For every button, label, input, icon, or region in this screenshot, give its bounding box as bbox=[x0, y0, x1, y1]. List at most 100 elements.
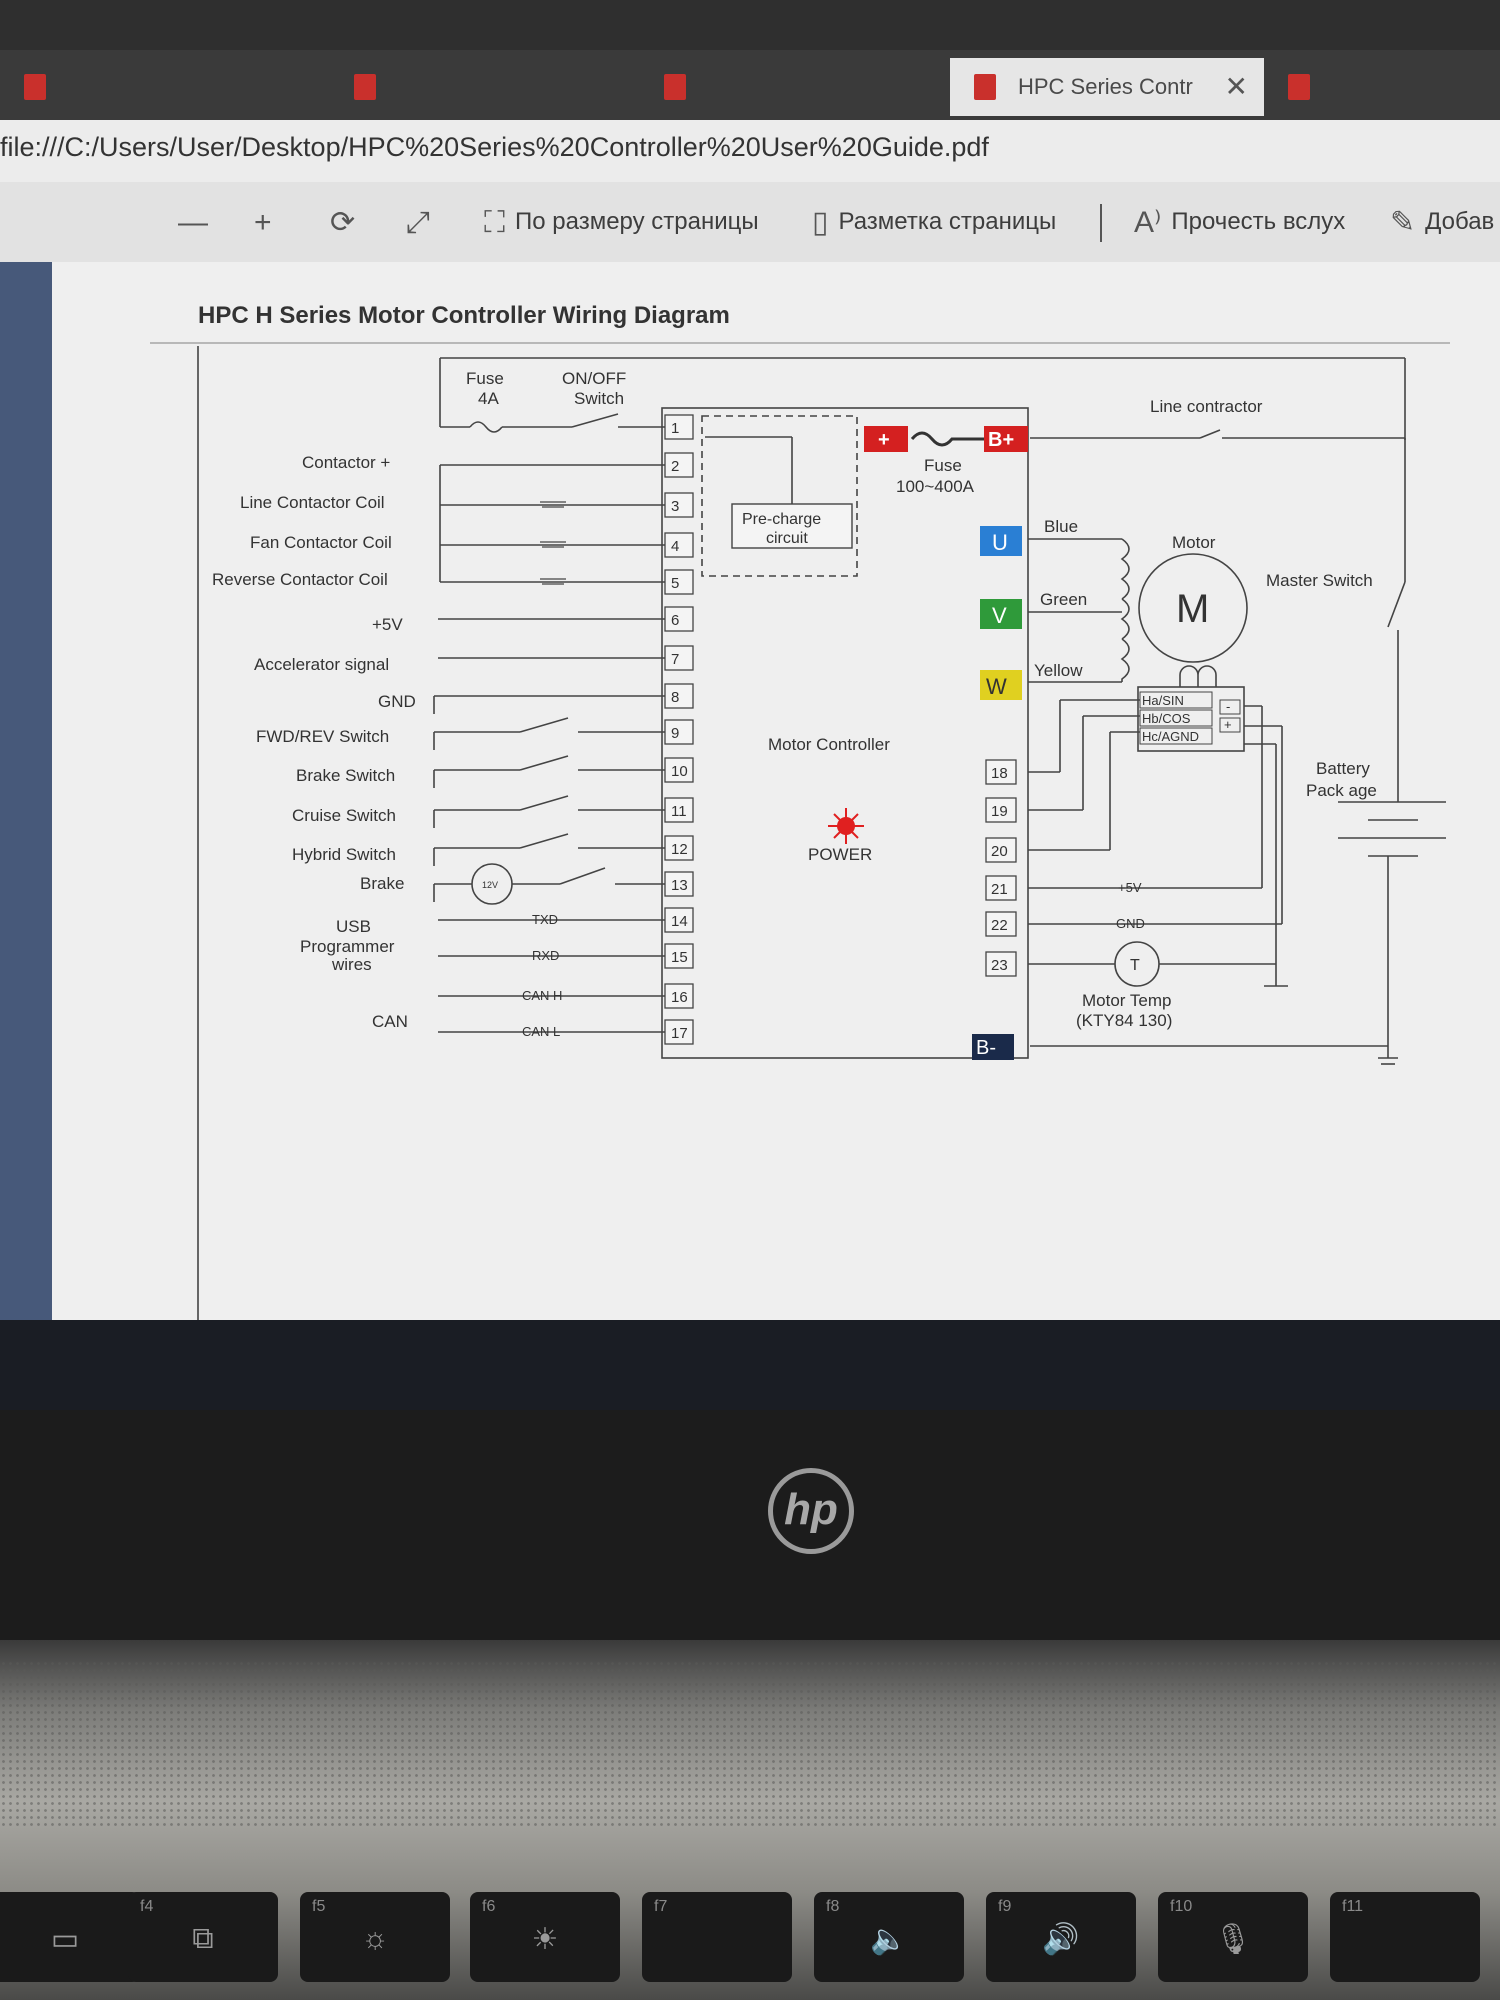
pin-terminal-box bbox=[664, 414, 694, 440]
toolbar-divider bbox=[1100, 204, 1102, 242]
precharge-label-2: circuit bbox=[766, 530, 808, 547]
browser-tab[interactable] bbox=[0, 58, 330, 116]
pin-number: 10 bbox=[671, 763, 688, 780]
pin-terminal-box bbox=[664, 452, 694, 478]
pin-number: 6 bbox=[671, 612, 679, 629]
pin-terminal-box bbox=[664, 797, 694, 823]
page-title: HPC H Series Motor Controller Wiring Dia… bbox=[198, 302, 730, 329]
pin-terminal-box bbox=[664, 683, 694, 709]
browser-tab[interactable] bbox=[330, 58, 640, 116]
read-aloud-button[interactable]: A⁾Прочесть вслух bbox=[1134, 202, 1345, 242]
pin-terminal-box bbox=[664, 871, 694, 897]
pdf-icon bbox=[24, 74, 46, 100]
motor-symbol: M bbox=[1176, 587, 1209, 631]
pin-number: 9 bbox=[671, 725, 679, 742]
pin-number: 2 bbox=[671, 458, 679, 475]
pin-terminal-box bbox=[664, 757, 694, 783]
page-layout-button[interactable]: ▯Разметка страницы bbox=[812, 202, 1056, 242]
browser-tab-active[interactable]: HPC Series Contr✕ bbox=[950, 58, 1264, 116]
pdf-icon bbox=[664, 74, 686, 100]
wire-green-label: Green bbox=[1040, 590, 1087, 609]
display-switch-icon: ⧉ bbox=[192, 1922, 214, 1955]
main-fuse-rating-label: 100~400A bbox=[896, 477, 975, 496]
pin-terminal-box bbox=[664, 983, 694, 1009]
screen-bezel bbox=[0, 1410, 1500, 1640]
zoom-out-button[interactable]: — bbox=[178, 202, 218, 242]
browser-tab-bar: HPC Series Contr✕ bbox=[0, 50, 1500, 120]
reverse-contactor-coil-label: Reverse Contactor Coil bbox=[212, 570, 388, 589]
pin-terminal-box bbox=[985, 911, 1017, 937]
plus-icon: + bbox=[254, 205, 272, 239]
master-switch-label: Master Switch bbox=[1266, 571, 1373, 590]
wire-yellow-label: Yellow bbox=[1034, 661, 1083, 680]
pin-terminal-box bbox=[985, 951, 1017, 977]
main-fuse-symbol bbox=[910, 431, 984, 447]
phase-w-label: W bbox=[986, 674, 1007, 699]
left-labels: Fuse 4A ON/OFF Switch Contactor + Line C… bbox=[212, 369, 626, 1039]
function-key-f8[interactable]: f8🔈 bbox=[814, 1892, 964, 1982]
pin-number: 11 bbox=[671, 803, 687, 820]
motor-label: Motor bbox=[1172, 533, 1216, 552]
function-key-f7[interactable]: f7 bbox=[642, 1892, 792, 1982]
wires-label: wires bbox=[331, 955, 372, 974]
pin-number: 20 bbox=[991, 843, 1008, 860]
pin-terminal-box bbox=[664, 532, 694, 558]
function-key-f11[interactable]: f11 bbox=[1330, 1892, 1480, 1982]
phase-u-terminal bbox=[980, 526, 1022, 556]
function-key-f9[interactable]: f9🔊 bbox=[986, 1892, 1136, 1982]
pin21-label: +5V bbox=[1118, 880, 1142, 895]
accelerator-signal-label: Accelerator signal bbox=[254, 655, 389, 674]
pin-terminal-box bbox=[985, 837, 1017, 863]
fullscreen-button[interactable]: ⤢ bbox=[406, 202, 440, 242]
function-key-f4[interactable]: f4⧉ bbox=[128, 1892, 278, 1982]
phase-w-terminal bbox=[980, 670, 1022, 700]
hp-logo: hp bbox=[768, 1468, 854, 1554]
switch-label: Switch bbox=[574, 389, 624, 408]
coil-symbols bbox=[540, 501, 566, 585]
browser-tab[interactable] bbox=[640, 58, 950, 116]
pdf-page bbox=[52, 262, 1500, 1362]
plus-terminal-label: + bbox=[878, 429, 890, 451]
minus-icon: — bbox=[178, 205, 208, 239]
pin-terminal-box bbox=[664, 835, 694, 861]
browser-tab[interactable] bbox=[1264, 58, 1500, 116]
line-contactor-coil-label: Line Contactor Coil bbox=[240, 493, 385, 512]
pin-number: 19 bbox=[991, 803, 1008, 820]
contactor-plus-label: Contactor + bbox=[302, 453, 390, 472]
function-key-f10[interactable]: f10🎙 bbox=[1158, 1892, 1308, 1982]
pin-number: 8 bbox=[671, 689, 679, 706]
address-bar[interactable]: file:///C:/Users/User/Desktop/HPC%20Seri… bbox=[0, 120, 1500, 183]
pin-terminal-box bbox=[664, 569, 694, 595]
rxd-label: RXD bbox=[532, 948, 559, 963]
zoom-in-button[interactable]: + bbox=[254, 202, 282, 242]
fit-page-icon: ⛶ bbox=[484, 205, 505, 239]
diagram-frame-lines bbox=[197, 346, 1446, 1370]
speaker-grille bbox=[0, 1660, 1500, 1830]
pin-number: 17 bbox=[671, 1025, 688, 1042]
function-key-f5[interactable]: f5☼ bbox=[300, 1892, 450, 1982]
hall-minus-label: - bbox=[1226, 699, 1230, 714]
brightness-up-icon: ☀ bbox=[531, 1923, 559, 1956]
brake-label: Brake bbox=[360, 874, 404, 893]
phase-v-terminal bbox=[980, 599, 1022, 629]
pin-number: 12 bbox=[671, 841, 688, 858]
battery-label: Battery bbox=[1316, 759, 1370, 778]
motor-temp-label: Motor Temp bbox=[1082, 991, 1171, 1010]
phase-v-label: V bbox=[992, 603, 1007, 628]
pin-number: 1 bbox=[671, 420, 679, 437]
power-led-icon bbox=[828, 808, 864, 844]
address-url[interactable]: file:///C:/Users/User/Desktop/HPC%20Seri… bbox=[0, 132, 989, 162]
close-tab-icon[interactable]: ✕ bbox=[1224, 71, 1248, 102]
function-key[interactable]: ▭ bbox=[0, 1892, 140, 1982]
pdf-toolbar: — + ⟳ ⤢ ⛶По размеру страницы ▯Разметка с… bbox=[0, 182, 1500, 262]
pin-terminal-box bbox=[664, 645, 694, 671]
pin-number: 14 bbox=[671, 913, 688, 930]
rotate-button[interactable]: ⟳ bbox=[330, 202, 365, 242]
pin-terminal-box bbox=[985, 759, 1017, 785]
function-key-f6[interactable]: f6☀ bbox=[470, 1892, 620, 1982]
fit-page-button[interactable]: ⛶По размеру страницы bbox=[484, 202, 759, 242]
pin-terminal-box bbox=[664, 943, 694, 969]
add-notes-button[interactable]: ✎Добав bbox=[1390, 202, 1494, 242]
brake-lamp-label: 12V bbox=[482, 880, 498, 890]
